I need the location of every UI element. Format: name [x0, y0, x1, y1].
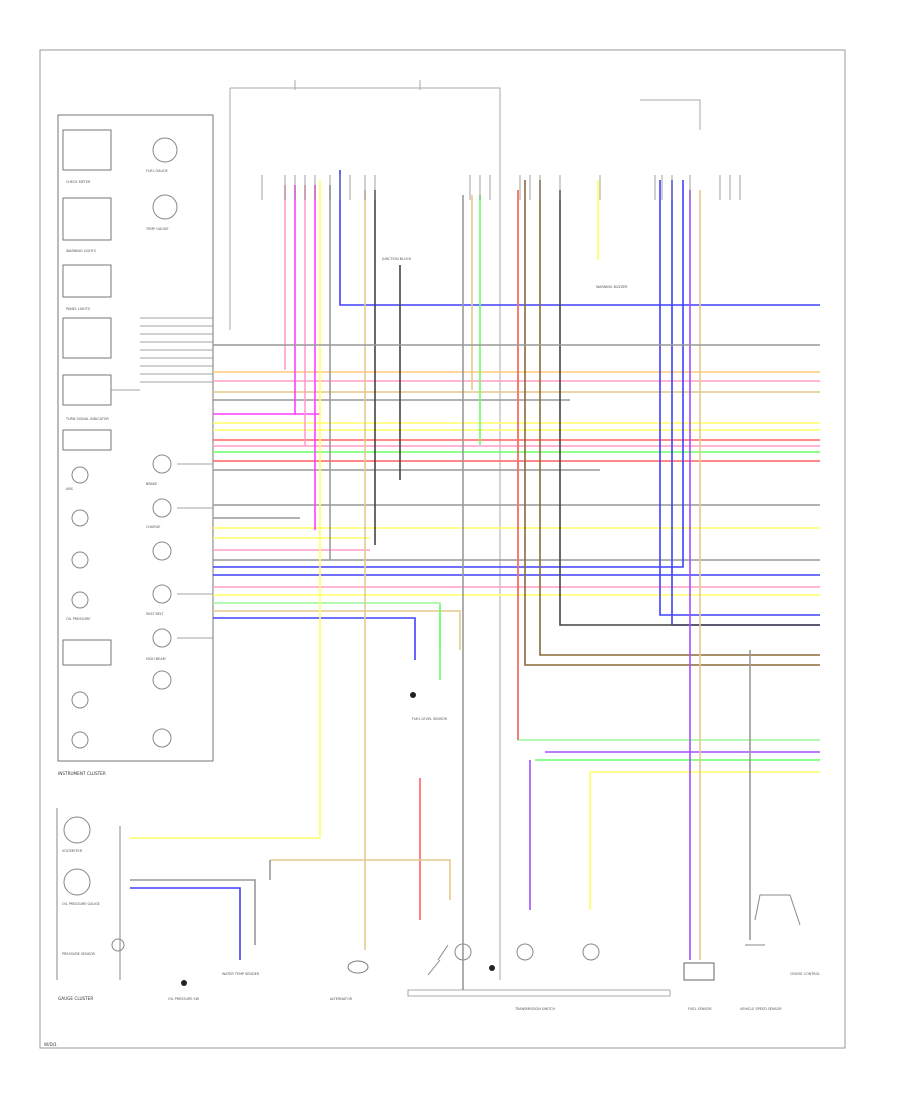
footer-ref: W/D/1	[44, 1042, 57, 1047]
cluster-item-label: CHECK METER	[66, 180, 91, 184]
cluster-item-label: OIL PRESSURE	[66, 617, 90, 621]
cluster-item-label: ABS	[66, 487, 73, 491]
component-label: WATER TEMP SENDER	[222, 972, 260, 976]
pin-group	[261, 175, 741, 200]
cluster-item-label: FUEL GAUGE	[146, 169, 168, 173]
cluster-item-label: SEAT BELT	[146, 612, 164, 616]
wire	[213, 610, 461, 650]
instrument-cluster-label: INSTRUMENT CLUSTER	[58, 771, 106, 776]
diagram-border	[39, 49, 846, 1049]
wire	[213, 602, 441, 650]
component-label: FUEL LEVEL SENSOR	[412, 717, 448, 721]
wire	[130, 887, 241, 960]
wire	[539, 180, 820, 656]
wire	[659, 180, 820, 616]
component-label: CRUISE CONTROL	[790, 972, 820, 976]
cluster-item-label: WARNING LIGHTS	[66, 249, 96, 253]
gauge-item-label: VOLTMETER	[62, 849, 83, 853]
component-label: JUNCTION BLOCK	[381, 257, 412, 261]
wire	[213, 617, 416, 660]
wire	[559, 190, 820, 626]
component-label: WARNING BUZZER	[596, 285, 628, 289]
wire	[529, 751, 820, 910]
cluster-indicators	[71, 137, 178, 749]
wire	[270, 859, 451, 900]
gauge-item-label: OIL PRESSURE GAUGE	[62, 902, 100, 906]
component-label: OIL PRESSURE SW	[168, 997, 200, 1001]
wire	[524, 180, 820, 666]
cluster-item-label: HIGH BEAM	[146, 657, 166, 661]
cluster-item-label: PANEL LIGHTS	[66, 307, 90, 311]
component-label: TRANSMISSION SWITCH	[514, 1007, 556, 1011]
cluster-item-label: TEMP GAUGE	[145, 227, 168, 231]
component-label: VEHICLE SPEED SENSOR	[740, 1007, 782, 1011]
wire	[517, 190, 820, 741]
cluster-modules	[62, 129, 112, 666]
wire	[419, 190, 519, 920]
wire	[130, 879, 256, 945]
wire-group	[130, 170, 820, 990]
fuel-sensor-box	[683, 962, 715, 981]
gauge-cluster-gauges	[63, 816, 125, 952]
cluster-item-label: CHARGE	[146, 525, 160, 529]
instrument-cluster-panel	[57, 114, 214, 762]
component-label: FUEL SENSOR	[688, 1007, 712, 1011]
cluster-item-label: TURN SIGNAL INDICATOR	[65, 417, 109, 421]
component-label: ALTERNATOR	[330, 997, 353, 1001]
gauge-cluster-label: GAUGE CLUSTER	[58, 996, 93, 1001]
power-rail	[229, 80, 501, 980]
wire	[213, 180, 684, 568]
wire	[130, 180, 321, 839]
gauge-item-label: PRESSURE SENSOR	[62, 952, 96, 956]
wire	[339, 170, 820, 306]
wire	[671, 180, 820, 626]
cluster-pin-leads	[111, 317, 213, 639]
wire	[589, 771, 820, 910]
cluster-item-label: BRAKE	[146, 482, 157, 486]
